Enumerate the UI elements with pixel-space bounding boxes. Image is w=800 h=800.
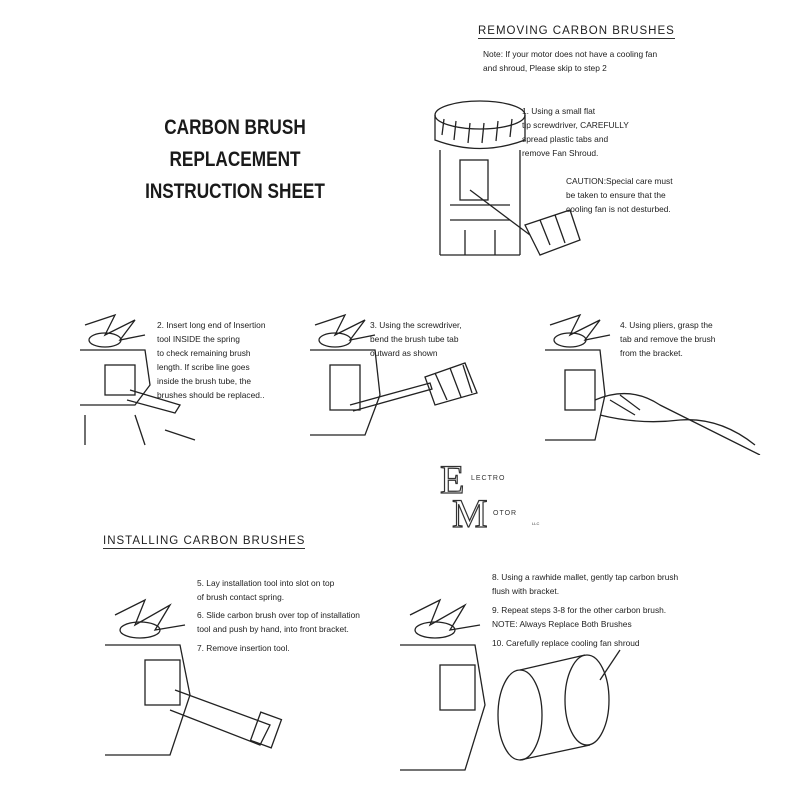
step-8: 8. Using a rawhide mallet, gently tap ca… xyxy=(492,572,679,596)
insertion-tool-illustration xyxy=(80,313,196,446)
title-line-2: INSTRUCTION SHEET xyxy=(145,180,325,203)
logo-lectro: LECTRO xyxy=(471,475,505,482)
step-7: 7. Remove insertion tool. xyxy=(197,643,290,653)
step-9: 9. Repeat steps 3-8 for the other carbon… xyxy=(492,605,667,629)
step-4: 4. Using pliers, grasp the tab and remov… xyxy=(620,320,716,358)
logo-mark: E LECTRO M OTOR LLC xyxy=(440,456,539,530)
step-6: 6. Slide carbon brush over top of instal… xyxy=(197,610,360,634)
page-title: CARBON BRUSH REPLACEMENT INSTRUCTION SHE… xyxy=(124,112,345,208)
motor-shroud-illustration xyxy=(434,100,581,256)
screwdriver-bend-illustration xyxy=(310,313,478,436)
step-3: 3. Using the screwdriver, bend the brush… xyxy=(370,320,462,358)
step-10: 10. Carefully replace cooling fan shroud xyxy=(492,638,640,648)
step-5: 5. Lay installation tool into slot on to… xyxy=(197,578,335,602)
logo-e: E xyxy=(440,457,464,502)
install-tool-illustration xyxy=(105,598,283,756)
mallet-illustration xyxy=(400,598,621,771)
removing-heading: REMOVING CARBON BRUSHES xyxy=(478,25,675,39)
logo-otor: OTOR xyxy=(493,510,517,517)
pliers-illustration xyxy=(545,313,761,455)
electro-motor-logo: E LECTRO M OTOR LLC xyxy=(440,455,555,530)
installing-heading: INSTALLING CARBON BRUSHES xyxy=(103,535,306,549)
logo-llc: LLC xyxy=(532,521,539,526)
removing-note: Note: If your motor does not have a cool… xyxy=(483,49,658,73)
logo-m: M xyxy=(452,491,488,530)
title-line-1: CARBON BRUSH REPLACEMENT xyxy=(164,116,306,171)
step-2: 2. Insert long end of Insertion tool INS… xyxy=(157,320,266,400)
step-1: 1. Using a small flat tip screwdriver, C… xyxy=(522,106,629,158)
caution-text: CAUTION:Special care must be taken to en… xyxy=(566,176,673,214)
